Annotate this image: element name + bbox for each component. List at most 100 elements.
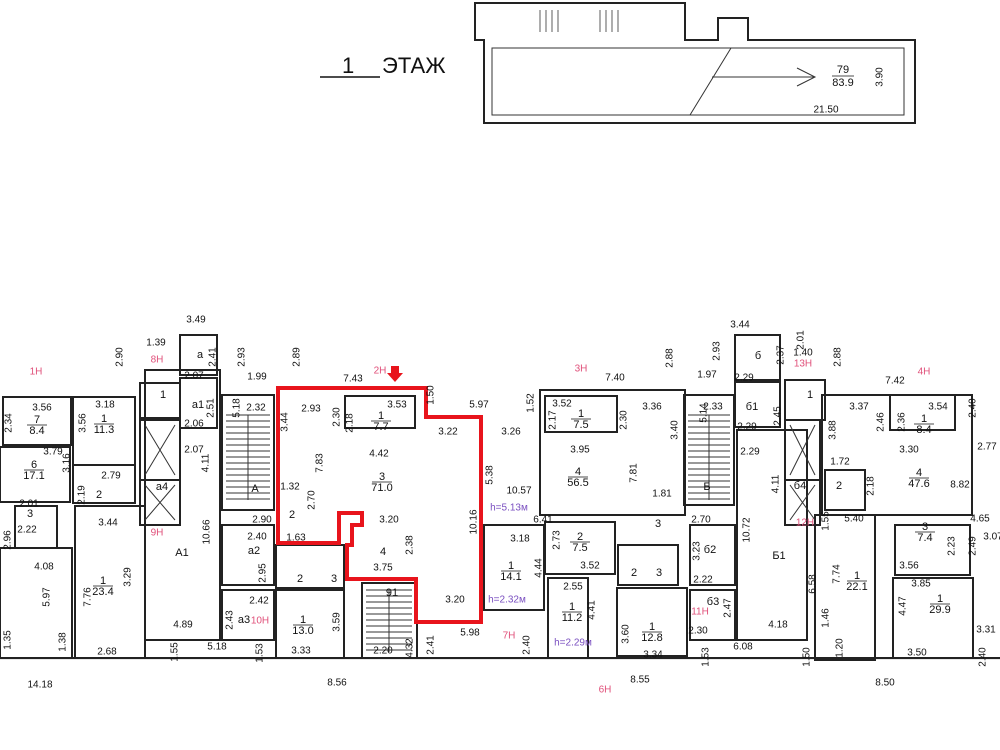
dimension-label: 1.50 xyxy=(426,385,437,405)
room-number: 1 xyxy=(649,621,655,633)
room-number: 1 xyxy=(508,560,514,572)
room-area: 29.9 xyxy=(929,604,950,616)
dimension-label: 6.41 xyxy=(533,515,553,526)
room-number: 1 xyxy=(378,410,384,422)
dimension-label: 4.89 xyxy=(173,620,193,631)
dimension-label: 3.44 xyxy=(280,412,291,432)
room-letter: а1 xyxy=(192,399,204,411)
room-letter: б xyxy=(755,350,761,362)
room-letter: 3 xyxy=(27,508,33,520)
dimension-label: 2.73 xyxy=(552,530,563,550)
wall xyxy=(689,524,736,586)
dimension-label: 4.11 xyxy=(201,453,212,472)
dimension-label: 2.43 xyxy=(225,610,236,630)
top-room-number: 79 xyxy=(837,64,849,76)
dimension-label: 2.29 xyxy=(734,373,754,384)
wall xyxy=(221,394,275,511)
dimension-label: 2.07 xyxy=(184,445,204,456)
dimension-label: 2.23 xyxy=(947,536,958,556)
wall xyxy=(617,544,679,586)
dimension-label: 3.75 xyxy=(373,563,393,574)
dimension-label: 3.20 xyxy=(379,515,399,526)
dimension-label: 3.49 xyxy=(186,315,206,326)
staircase-icon xyxy=(226,414,270,500)
elevator-shaft-icon xyxy=(144,424,176,476)
unit-label: 13Н xyxy=(794,359,812,370)
wall xyxy=(544,395,618,433)
dimension-label: 2.22 xyxy=(693,575,713,586)
dimension-label: 8.56 xyxy=(327,678,347,689)
room-area: 23.4 xyxy=(92,586,113,598)
room-area: 11.3 xyxy=(94,424,115,436)
dimension-label: 2.22 xyxy=(17,525,37,536)
staircase-icon xyxy=(366,589,412,652)
entrance-arrow-icon xyxy=(387,366,403,382)
dimension-label: 5.40 xyxy=(844,514,864,525)
room-letter: 3 xyxy=(656,567,662,579)
floor-number: 1 xyxy=(342,53,354,78)
room-letter: 4 xyxy=(380,546,386,558)
stairs xyxy=(226,414,730,652)
room-letter: 2 xyxy=(836,480,842,492)
wall xyxy=(683,394,735,506)
room-number: 1 xyxy=(300,614,306,626)
wall xyxy=(0,446,71,503)
room-area: 7.5 xyxy=(573,419,588,431)
wall xyxy=(821,394,973,516)
dimension-label: 1.97 xyxy=(697,370,717,381)
dimension-label: 3.95 xyxy=(570,445,590,456)
dimension-label: 4.08 xyxy=(34,562,54,573)
dimension-label: 2.51 xyxy=(206,398,217,418)
dimension-label: 10.66 xyxy=(202,519,213,544)
dimension-label: 2.17 xyxy=(548,410,559,430)
dimension-label: 2.88 xyxy=(665,348,676,368)
wall xyxy=(734,334,781,381)
unit-2n-highlight[interactable] xyxy=(276,386,483,624)
room-area: 8.4 xyxy=(29,425,44,437)
dimension-label: 2.55 xyxy=(563,582,583,593)
dimension-label: 1.53 xyxy=(255,643,266,663)
dimension-label: 2.88 xyxy=(833,347,844,367)
dimension-label: 4.32 xyxy=(405,638,416,658)
dimension-label: 3.20 xyxy=(445,595,465,606)
top-width-dim: 21.50 xyxy=(813,105,838,116)
dimension-label: 2.30 xyxy=(619,410,630,430)
labels: 1Н8Н9Н10Н2Н7Н3Н6Н11Н13Н12Н4Н78.4111.3617… xyxy=(3,315,1000,696)
dimension-label: 3.50 xyxy=(907,648,927,659)
dimension-label: 1.63 xyxy=(286,533,306,544)
wall xyxy=(221,524,275,586)
unit-label: 3Н xyxy=(575,364,588,375)
dimension-label: 2.01 xyxy=(796,330,807,350)
room-number: 1 xyxy=(921,413,927,425)
dimension-label: 10.72 xyxy=(742,517,753,542)
top-room-area: 83.9 xyxy=(832,77,853,89)
dimension-label: 3.29 xyxy=(123,567,134,587)
dimension-label: 6.08 xyxy=(733,642,753,653)
room-letter: а xyxy=(197,349,204,361)
floor-title: 1 ЭТАЖ xyxy=(320,53,446,78)
dimension-label: 3.52 xyxy=(580,561,600,572)
top-depth-dim: 3.90 xyxy=(875,67,886,87)
floor-word: ЭТАЖ xyxy=(382,53,446,78)
dimension-label: 3.85 xyxy=(911,579,931,590)
dimension-label: 2.41 xyxy=(426,635,437,655)
dimension-label: 3.60 xyxy=(621,624,632,644)
dimension-label: 6.58 xyxy=(808,574,819,594)
dimension-label: 10.16 xyxy=(469,509,480,534)
dimension-label: 2.90 xyxy=(115,347,126,367)
dimension-label: 1.32 xyxy=(280,482,300,493)
dimension-label: 2.49 xyxy=(968,536,979,556)
room-number: 1 xyxy=(578,408,584,420)
unit-label: 9Н xyxy=(151,528,164,539)
room-area: 12.8 xyxy=(641,632,662,644)
dimension-label: 2.29 xyxy=(740,447,760,458)
dimension-label: 1.20 xyxy=(835,638,846,658)
unit-label: 8Н xyxy=(151,355,164,366)
dimension-label: 2.90 xyxy=(252,515,272,526)
dimension-label: 2.93 xyxy=(301,404,321,415)
unit-label: 10Н xyxy=(251,616,269,627)
elevator-shaft-icon xyxy=(144,484,176,521)
room-letter: б3 xyxy=(707,596,719,608)
dimension-label: 3.30 xyxy=(899,445,919,456)
dimension-label: 1.46 xyxy=(821,608,832,628)
